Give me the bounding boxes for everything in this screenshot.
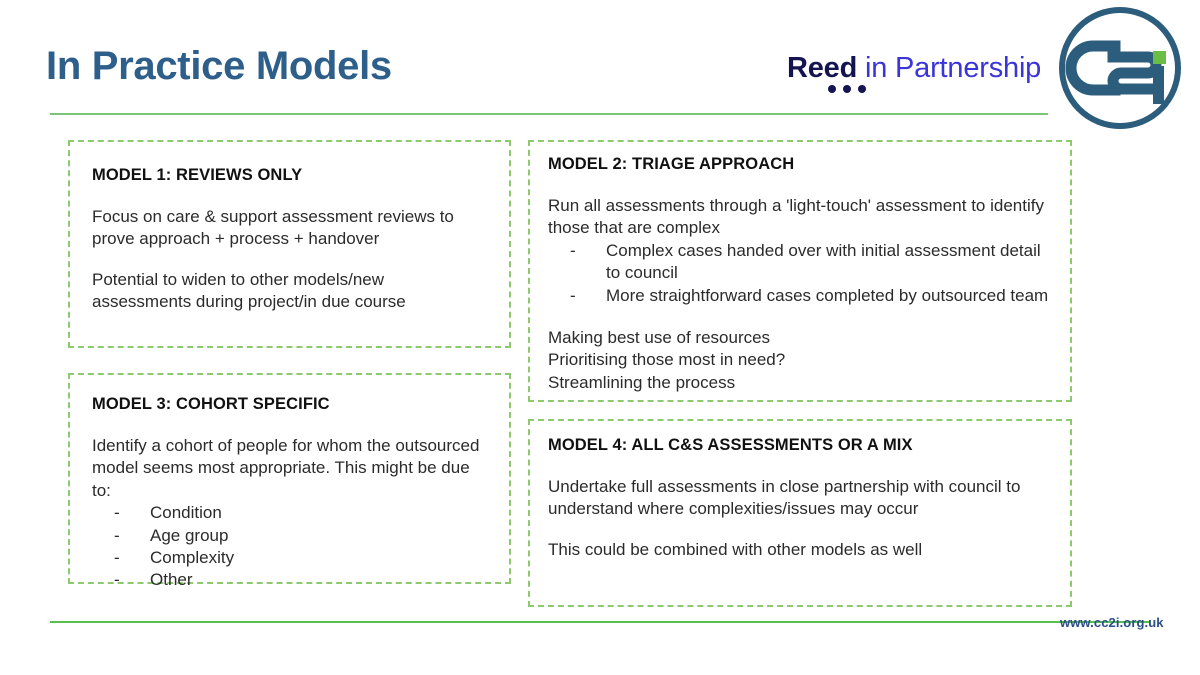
bullet-dash-icon: - — [570, 240, 576, 260]
page-title: In Practice Models — [46, 44, 392, 88]
model-4-heading: MODEL 4: ALL C&S ASSESSMENTS OR A MIX — [548, 436, 913, 454]
reed-wordmark: Reed in Partnership — [787, 52, 1041, 84]
model-1-card: MODEL 1: REVIEWS ONLY Focus on care & su… — [68, 140, 511, 348]
model-2-bullet-2: - More straightforward cases completed b… — [548, 285, 1050, 307]
model-1-paragraph-2: Potential to widen to other models/new a… — [92, 269, 406, 312]
model-2-bullet-list: - Complex cases handed over with initial… — [548, 240, 1050, 307]
footer-divider — [50, 621, 1150, 623]
model-2-bullet-2-text: More straightforward cases completed by … — [606, 285, 1049, 305]
reed-dots-icon — [828, 85, 866, 93]
model-2-heading: MODEL 2: TRIAGE APPROACH — [548, 155, 795, 173]
model-3-bullet-2: - Age group — [92, 525, 487, 547]
model-3-intro: Identify a cohort of people for whom the… — [92, 435, 480, 500]
model-4-card: MODEL 4: ALL C&S ASSESSMENTS OR A MIX Un… — [528, 419, 1072, 607]
model-4-paragraph-2: This could be combined with other models… — [548, 539, 923, 559]
model-3-bullet-4-text: Other — [150, 570, 193, 590]
model-3-bullet-2-text: Age group — [150, 525, 229, 545]
model-2-card: MODEL 2: TRIAGE APPROACH Run all assessm… — [528, 140, 1072, 402]
model-1-paragraph-1: Focus on care & support assessment revie… — [92, 206, 454, 249]
bullet-dash-icon: - — [114, 570, 120, 590]
model-2-closing-2: Prioritising those most in need? — [548, 350, 786, 370]
footer-website-url[interactable]: www.cc2i.org.uk — [1060, 615, 1164, 630]
bullet-dash-icon: - — [114, 525, 120, 545]
model-3-bullet-1: - Condition — [92, 502, 487, 524]
model-2-bullet-1-text: Complex cases handed over with initial a… — [606, 240, 1041, 283]
reed-bold-word: Reed — [787, 52, 858, 84]
bullet-dash-icon: - — [114, 547, 120, 567]
reed-in-partnership-logo: Reed in Partnership — [787, 52, 1041, 110]
model-2-intro: Run all assessments through a 'light-tou… — [548, 195, 1044, 238]
model-2-closing-lines: Making best use of resources Prioritisin… — [548, 327, 1050, 394]
model-2-spacer — [548, 307, 1050, 327]
model-3-bullet-1-text: Condition — [150, 503, 222, 523]
cc2i-logo — [1053, 6, 1187, 130]
model-3-bullet-3: - Complexity — [92, 547, 487, 569]
model-2-bullet-1: - Complex cases handed over with initial… — [548, 240, 1050, 285]
model-3-bullet-3-text: Complexity — [150, 547, 235, 567]
model-4-paragraph-1: Undertake full assessments in close part… — [548, 476, 1021, 519]
model-1-heading: MODEL 1: REVIEWS ONLY — [92, 166, 303, 184]
reed-partnership-word: in Partnership — [864, 52, 1042, 84]
model-3-bullet-4: - Other — [92, 569, 487, 591]
model-3-bullet-list: - Condition - Age group - Complexity - O… — [92, 502, 487, 592]
model-2-closing-3: Streamlining the process — [548, 372, 736, 392]
model-2-closing-1: Making best use of resources — [548, 327, 771, 347]
reed-light-words — [857, 52, 865, 84]
model-3-card: MODEL 3: COHORT SPECIFIC Identify a coho… — [68, 373, 511, 589]
bullet-dash-icon: - — [570, 285, 576, 305]
bullet-dash-icon: - — [114, 503, 120, 523]
header-divider — [50, 113, 1048, 115]
model-3-heading: MODEL 3: COHORT SPECIFIC — [92, 395, 330, 413]
